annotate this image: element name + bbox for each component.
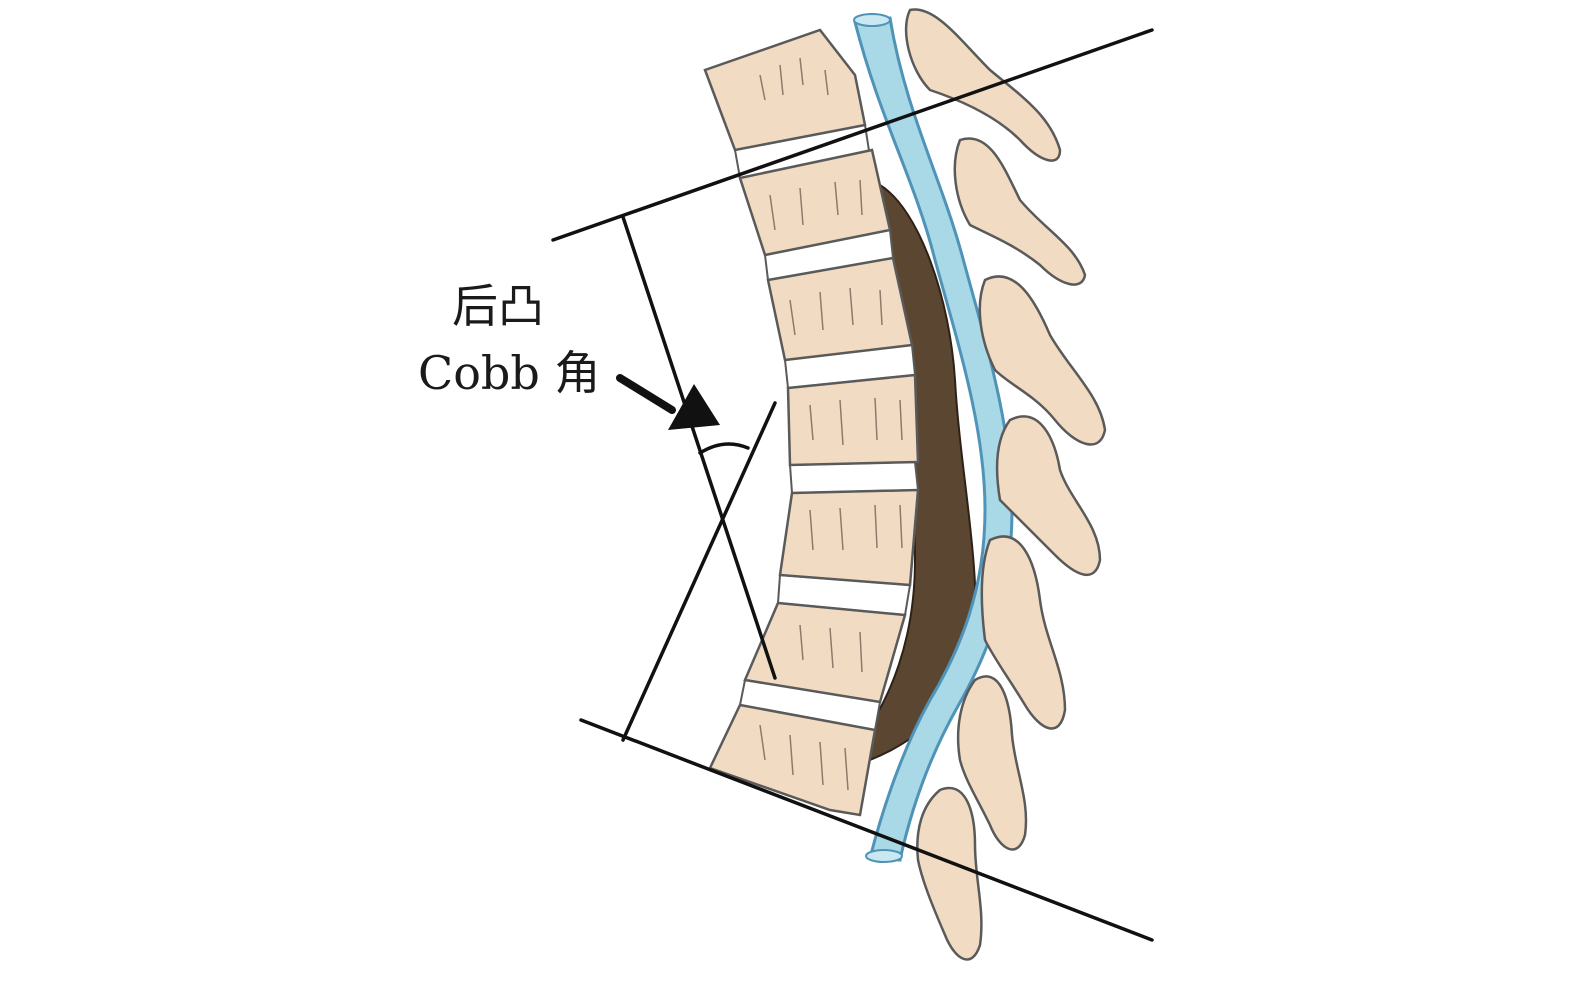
pointer-arrow	[616, 374, 720, 430]
vertebra-5	[778, 488, 920, 587]
arrowhead	[668, 384, 720, 430]
spinous-process-4	[995, 415, 1102, 577]
kyphosis-label: 后凸	[452, 279, 544, 333]
cobb-lines	[551, 28, 1154, 942]
vertebra-2	[738, 148, 892, 257]
upper-perpendicular-line	[621, 215, 777, 680]
vertebra-1	[703, 28, 867, 152]
spinous-process-3	[978, 275, 1107, 446]
spinal-cord-top	[853, 13, 891, 27]
spinous-process-7	[916, 786, 983, 961]
spinous-process-6	[956, 675, 1028, 851]
lower-perpendicular-line	[621, 401, 777, 742]
cobb-angle-arc	[698, 442, 750, 455]
vertebra-6	[743, 601, 907, 704]
vertebra-3	[766, 256, 914, 362]
upper-endplate-line	[551, 28, 1154, 242]
lower-endplate-line	[579, 718, 1154, 942]
cobb-angle-label: Cobb 角	[418, 346, 601, 400]
bone-texture	[759, 57, 903, 791]
spinous-processes	[904, 8, 1107, 961]
spinous-process-1	[904, 8, 1062, 162]
spinal-cord-bottom	[865, 849, 903, 863]
spinous-process-5	[980, 535, 1067, 730]
spinous-process-2	[953, 137, 1087, 286]
vertebra-4	[786, 373, 920, 467]
